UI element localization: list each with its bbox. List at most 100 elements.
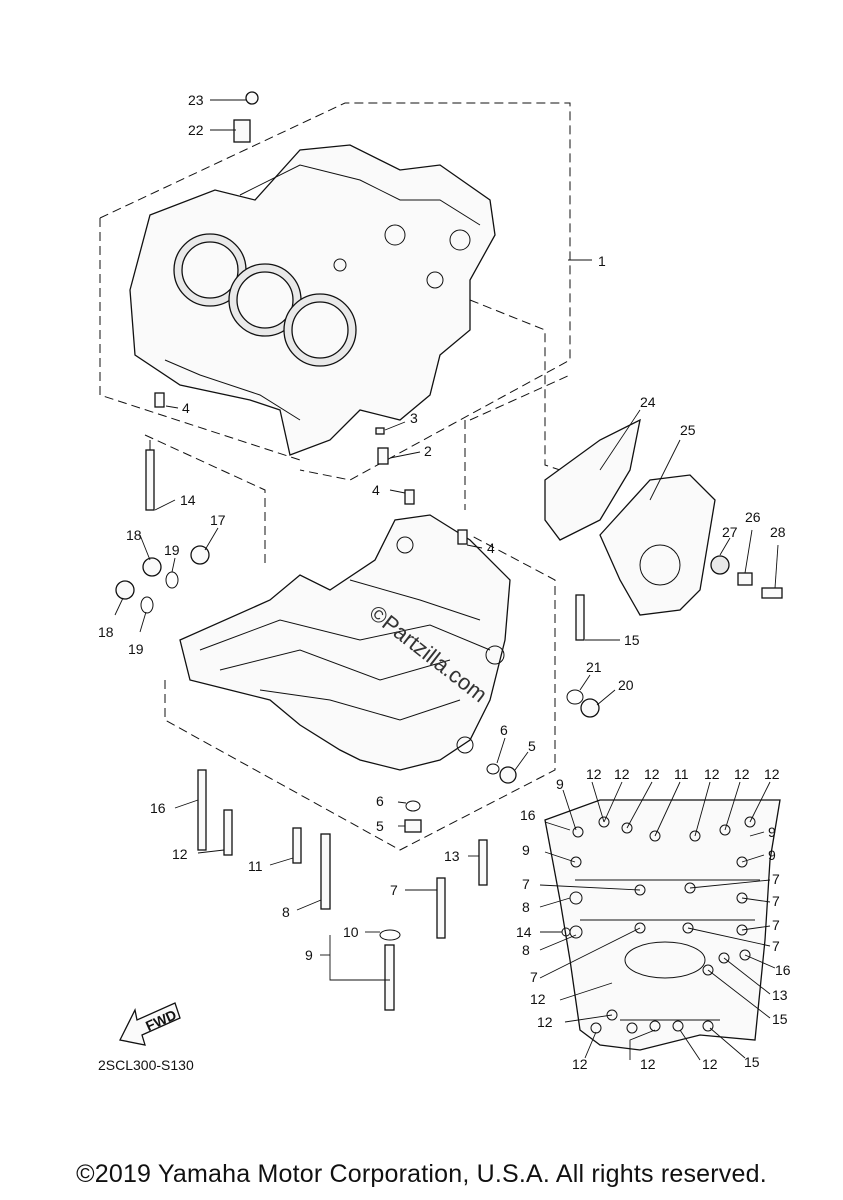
callout-label: 4 <box>182 400 190 416</box>
upper-crankcase <box>129 144 496 456</box>
washer-3 <box>375 427 385 435</box>
callout-label: 11 <box>248 858 263 874</box>
callout-label: 26 <box>745 509 761 525</box>
plug-5b <box>404 819 422 833</box>
bolt-15 <box>575 594 585 641</box>
dowel-4b <box>404 489 415 505</box>
callout-label: 14 <box>516 924 532 940</box>
callout-label: 4 <box>487 540 495 556</box>
callout-label: 12 <box>734 766 750 782</box>
bolt-13 <box>478 839 488 886</box>
callout-label: 15 <box>744 1054 760 1070</box>
oring-21 <box>566 689 584 705</box>
callout-label: 8 <box>522 899 530 915</box>
plug-20 <box>580 698 600 718</box>
callout-label: 9 <box>522 842 530 858</box>
callout-label: 15 <box>772 1011 788 1027</box>
dowel-4c <box>457 529 468 545</box>
callout-label: 13 <box>772 987 788 1003</box>
collar-26 <box>737 572 753 586</box>
oring-19b <box>140 596 154 614</box>
callout-label: 9 <box>556 776 564 792</box>
callout-label: 9 <box>768 847 776 863</box>
callout-label: 12 <box>704 766 720 782</box>
plug-18a <box>142 557 162 577</box>
oil-seal-27 <box>710 555 730 575</box>
bolt-11 <box>292 827 302 864</box>
callout-label: 7 <box>390 882 398 898</box>
exploded-view-guide-lines <box>99 102 576 851</box>
callout-label: 6 <box>500 722 508 738</box>
leader-lines <box>114 99 779 1061</box>
callout-label: 7 <box>772 871 780 887</box>
bracket-22 <box>233 119 251 143</box>
bolt-14 <box>145 449 155 511</box>
callout-label: 12 <box>702 1056 718 1072</box>
small-parts <box>115 91 783 941</box>
callout-label: 7 <box>772 917 780 933</box>
fwd-label: FWD <box>143 1006 179 1034</box>
callout-label: 25 <box>680 422 696 438</box>
bolts <box>145 440 585 1011</box>
callout-label: 12 <box>764 766 780 782</box>
bolt-9 <box>384 944 395 1011</box>
gasket-6b <box>405 800 421 812</box>
cover-24 <box>544 418 641 541</box>
callout-label: 19 <box>128 641 144 657</box>
callout-label: 28 <box>770 524 786 540</box>
callout-label: 12 <box>530 991 546 1007</box>
copyright-notice: ©2019 Yamaha Motor Corporation, U.S.A. A… <box>76 1160 767 1188</box>
callout-label: 6 <box>376 793 384 809</box>
callout-label: 18 <box>98 624 114 640</box>
callout-label: 19 <box>164 542 180 558</box>
callout-label: 12 <box>614 766 630 782</box>
callout-label: 7 <box>772 938 780 954</box>
plug-2 <box>377 447 389 465</box>
bolt-8 <box>320 833 331 910</box>
callout-label: 12 <box>644 766 660 782</box>
callout-label: 1 <box>598 253 606 269</box>
callout-labels: 23 22 1 4 3 2 24 25 4 4 14 18 17 19 18 1… <box>98 92 791 1072</box>
callout-label: 11 <box>674 766 689 782</box>
fwd-arrow: FWD <box>119 1002 181 1046</box>
callout-label: 12 <box>572 1056 588 1072</box>
bolt-28 <box>761 587 783 599</box>
callout-label: 7 <box>772 893 780 909</box>
callout-label: 14 <box>180 492 196 508</box>
callout-label: 8 <box>522 942 530 958</box>
dowel-4a <box>154 392 165 408</box>
callout-label: 18 <box>126 527 142 543</box>
callout-label: 12 <box>586 766 602 782</box>
callout-label: 22 <box>188 122 204 138</box>
callout-label: 5 <box>376 818 384 834</box>
callout-label: 13 <box>444 848 460 864</box>
crankcase-bottom-view <box>544 799 781 1051</box>
callout-label: 12 <box>640 1056 656 1072</box>
drawing-code: 2SCL300-S130 <box>98 1057 194 1073</box>
callout-label: 3 <box>410 410 418 426</box>
callout-label: 17 <box>210 512 226 528</box>
oring-10 <box>379 929 401 941</box>
callout-label: 7 <box>530 969 538 985</box>
bolt-23 <box>245 91 259 105</box>
bolt-12 <box>223 809 233 856</box>
callout-label: 10 <box>343 924 359 940</box>
bolt-16 <box>197 769 207 851</box>
plug-5a <box>499 766 517 784</box>
callout-label: 7 <box>522 876 530 892</box>
callout-label: 12 <box>172 846 188 862</box>
callout-label: 15 <box>624 632 640 648</box>
callout-label: 9 <box>768 824 776 840</box>
oring-19a <box>165 571 179 589</box>
callout-label: 16 <box>150 800 166 816</box>
plug-18b <box>115 580 135 600</box>
callout-label: 4 <box>372 482 380 498</box>
callout-label: 16 <box>775 962 791 978</box>
callout-label: 9 <box>305 947 313 963</box>
callout-label: 16 <box>520 807 536 823</box>
callout-label: 27 <box>722 524 738 540</box>
callout-label: 23 <box>188 92 204 108</box>
plug-17 <box>190 545 210 565</box>
callout-label: 24 <box>640 394 656 410</box>
